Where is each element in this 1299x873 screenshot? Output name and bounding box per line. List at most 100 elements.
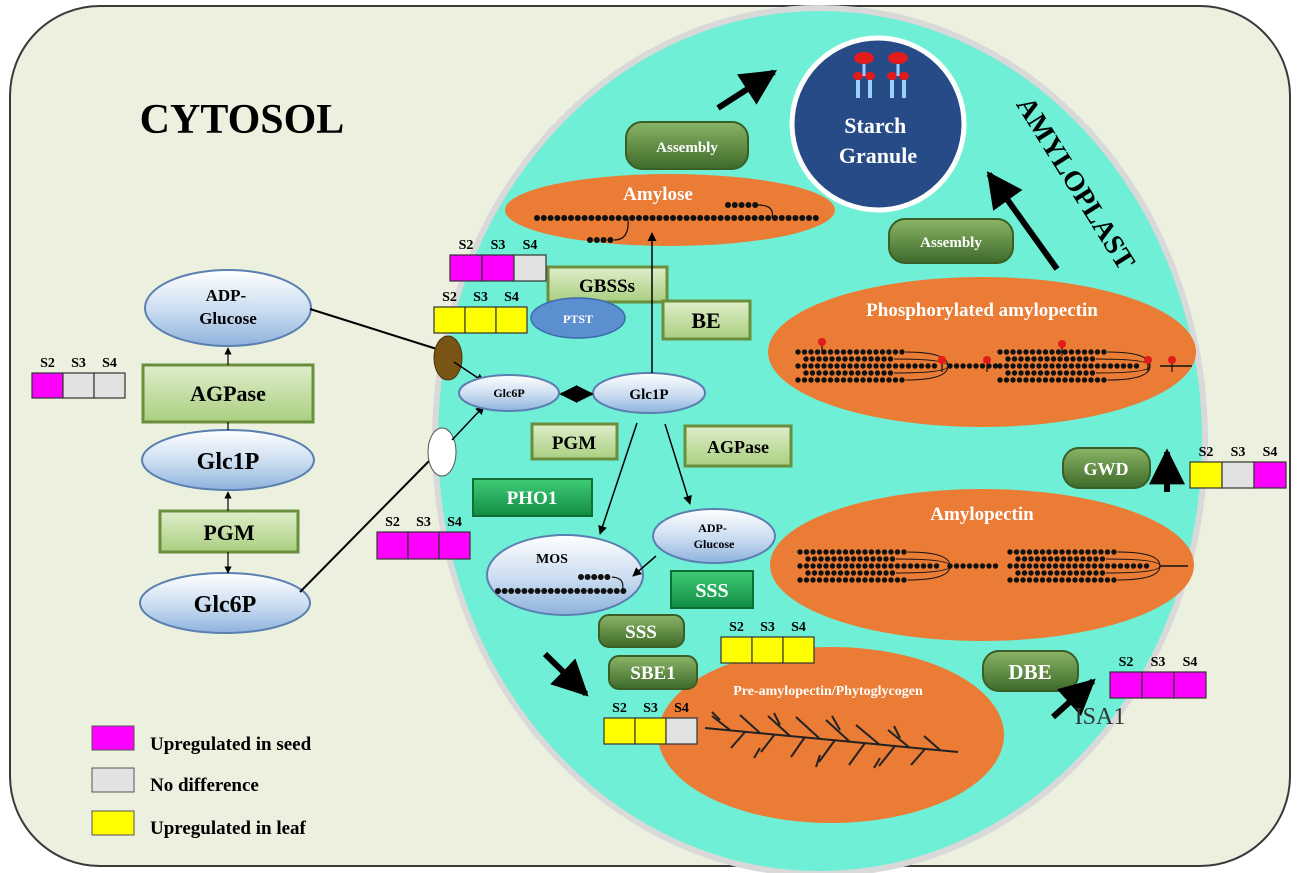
isa1-stage-label-s2: S2 [1119,655,1134,670]
mos-ellipse [486,534,644,616]
amyloplast-pgm-label: PGM [552,433,596,454]
sbe-stage-label-s3: S3 [643,701,658,716]
transporter-stage-label-s4: S4 [447,515,462,530]
amyloplast-thin-arrows [598,232,692,577]
legend-swatch-up-leaf [91,810,135,836]
sbe1-label: SBE1 [630,663,675,684]
phosphorylated-amylopectin-label: Phosphorylated amylopectin [866,300,1098,321]
amyloplast-agpase-label: AGPase [707,437,769,457]
cytosol-agpase-stage-label-s3: S3 [71,356,86,371]
ptst-stage-cell-s4 [495,306,528,334]
gwd-stage-label-s4: S4 [1263,445,1278,460]
amylopectin-chains-icon [797,549,1188,583]
sss-stage-cell-s2 [720,636,753,664]
sbe-stage-label-s2: S2 [612,701,627,716]
legend-label-no-diff: No difference [150,775,259,796]
gbsss-box [546,265,669,304]
pre-amylopectin-label: Pre-amylopectin/Phytoglycogen [733,684,923,699]
dbe-pill [982,650,1079,692]
gbss-stage-boxes: S2 S3 S4 [449,238,547,282]
amyloplast-adp-glucose-label: ADP- Glucose [694,521,735,551]
starch-granule-label: Starch Granule [839,113,917,168]
sbe1-pill [608,655,698,690]
legend-label-up-leaf: Upregulated in leaf [150,818,307,839]
legend-swatch-up-seed [91,725,135,751]
ptst-stage-label-s4: S4 [504,290,519,305]
pho1-label: PHO1 [507,488,558,509]
ptst-stage-label-s3: S3 [473,290,488,305]
cytosol-agpase-stage-cell-s3 [62,372,95,399]
pre-amylopectin-blob [658,647,1004,823]
isa1-stage-label-s3: S3 [1151,655,1166,670]
gbss-stage-label-s2: S2 [459,238,474,253]
gbss-stage-cell-s2 [449,254,483,282]
amyloplast-glc6p [458,374,560,412]
ptst-stage-cell-s3 [464,306,497,334]
transporter-stage-label-s3: S3 [416,515,431,530]
assembly-top-label: Assembly [656,140,718,156]
amyloplast-agpase-box [683,424,793,468]
sbe-stage-cell-s3 [634,717,667,745]
cytosol-agpase-label: AGPase [190,381,266,406]
isa1-label: ISA1 [1075,704,1126,730]
cytosol-pgm-box [158,509,300,554]
gbss-stage-cell-s4 [513,254,547,282]
sbe-stage-label-s4: S4 [674,701,689,716]
transporter2-to-glc6p-arrow [451,405,485,441]
starch-granule [789,35,967,213]
sss-dark-label: SSS [625,622,657,643]
cytosol-agpase-stage-label-s2: S2 [40,356,55,371]
cytosol-arrows [224,308,441,593]
phytoglycogen-branches-icon [704,711,959,769]
cytosol-agpase-stage-cell-s4 [93,372,126,399]
isa1-stage-cell-s2 [1109,671,1143,699]
transporter-stage-cell-s3 [407,531,440,560]
legend-swatch-no-diff [91,767,135,793]
pho1-box [472,478,593,517]
sss-label: SSS [695,580,728,602]
sss-stage-cell-s4 [782,636,815,664]
transporter-stage-cell-s4 [438,531,471,560]
sss-stage-label-s3: S3 [760,620,775,635]
mos-chain-icon [495,574,627,594]
sss-stage-cell-s3 [751,636,784,664]
sbe-stage-cell-s4 [665,717,698,745]
gwd-stage-cell-s3 [1221,461,1255,489]
gwd-stage-label-s2: S2 [1199,445,1214,460]
cytosol-adp-glucose-label: ADP- Glucose [199,286,257,328]
gbss-stage-label-s4: S4 [523,238,538,253]
ptst-stage-cell-s2 [433,306,466,334]
cytosol-glc1p-label: Glc1P [197,449,260,475]
amylopectin-label: Amylopectin [930,504,1034,525]
legend: Upregulated in seed No difference Upregu… [91,725,312,839]
glc6p-transporter [427,427,457,477]
amyloplast-bold-arrows [542,69,1185,720]
gbsss-label: GBSSs [579,276,635,297]
transporter-stage-cell-s2 [376,531,409,560]
transporter-stage-boxes: S2 S3 S4 [376,515,471,560]
sss-stage-label-s4: S4 [791,620,806,635]
cytosol-agpase-stage-cell-s2 [31,372,64,399]
assembly-right-pill [888,218,1014,264]
phosphorylated-amylopectin-chains-icon [795,338,1192,383]
amyloplast-glc6p-label: Glc6P [493,386,524,400]
cytosol-glc6p-label: Glc6P [194,592,257,618]
adp-glucose-transporter [433,335,463,381]
gwd-label: GWD [1084,459,1129,479]
assembly-top-pill [625,121,749,170]
transporter-stage-label-s2: S2 [385,515,400,530]
gwd-stage-cell-s4 [1253,461,1287,489]
gwd-stage-cell-s2 [1189,461,1223,489]
mos-label: MOS [536,552,568,567]
be-label: BE [691,308,720,333]
phosphorylated-amylopectin-blob [768,277,1196,427]
isa1-stage-cell-s3 [1141,671,1175,699]
gbss-stage-label-s3: S3 [491,238,506,253]
cytosol-label: CYTOSOL [140,97,345,143]
gbss-stage-cell-s3 [481,254,515,282]
